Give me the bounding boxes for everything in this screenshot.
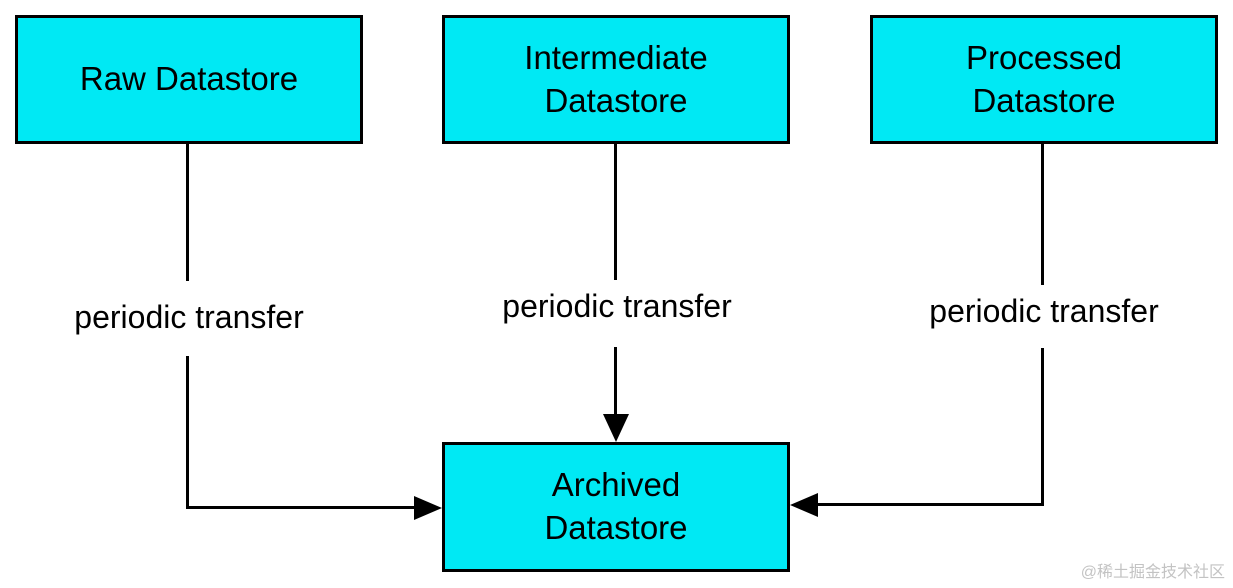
edge-raw-to-archived-segment-lower (186, 356, 189, 509)
node-processed-datastore-label-line1: Processed (966, 38, 1122, 76)
edge-raw-to-archived-arrowhead-icon (414, 496, 442, 520)
node-processed-datastore-label-line2: Datastore (972, 81, 1116, 119)
edge-intermediate-to-archived-segment-lower (614, 347, 617, 417)
edge-raw-to-archived-segment-horizontal (186, 506, 416, 509)
edge-processed-to-archived-arrowhead-icon (790, 493, 818, 517)
node-intermediate-datastore-label-line2: Datastore (544, 81, 688, 119)
edge-intermediate-to-archived-arrowhead-icon (603, 414, 629, 442)
node-archived-datastore-label-line1: Archived (551, 466, 681, 504)
node-raw-datastore: Raw Datastore (15, 15, 363, 144)
node-archived-datastore-label-line2: Datastore (544, 509, 688, 546)
edge-intermediate-to-archived-segment-upper (614, 144, 617, 280)
watermark: @稀土掘金技术社区 (1080, 564, 1225, 581)
node-intermediate-datastore: Intermediate Datastore (442, 15, 790, 144)
edge-raw-to-archived-segment-upper (186, 144, 189, 281)
edge-processed-to-archived-segment-horizontal (818, 503, 1044, 506)
edge-processed-to-archived-label: periodic transfer (929, 293, 1159, 329)
node-archived-datastore: Archived Datastore (442, 442, 790, 572)
node-intermediate-datastore-label-line1: Intermediate (524, 38, 708, 76)
edge-intermediate-to-archived-label: periodic transfer (502, 288, 732, 324)
node-processed-datastore: Processed Datastore (870, 15, 1218, 144)
edge-processed-to-archived-segment-upper (1041, 144, 1044, 285)
edge-raw-to-archived-label: periodic transfer (74, 299, 304, 335)
node-raw-datastore-label-line1: Raw Datastore (79, 60, 299, 98)
edge-processed-to-archived-segment-lower (1041, 348, 1044, 506)
